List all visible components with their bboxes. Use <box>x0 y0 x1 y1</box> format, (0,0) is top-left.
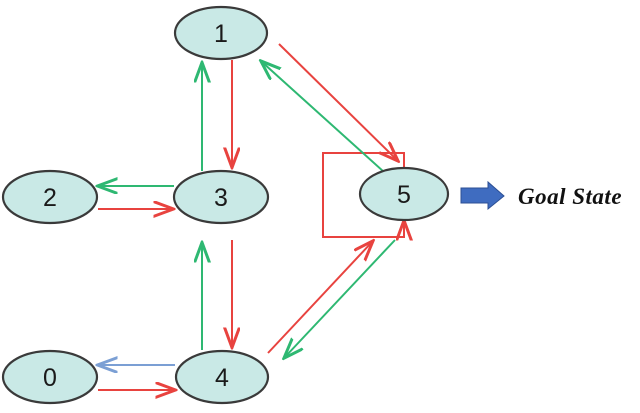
edge-5-to-5 <box>322 152 404 237</box>
node-3[interactable]: 3 <box>172 169 270 225</box>
node-2[interactable]: 2 <box>1 169 99 225</box>
edge-4-to-5 <box>267 242 372 354</box>
node-3-ellipse <box>172 169 270 225</box>
node-4-label: 4 <box>215 364 229 392</box>
node-0[interactable]: 0 <box>1 349 99 405</box>
goal-state-arrow-group <box>460 180 505 211</box>
right-arrow-icon <box>460 180 505 211</box>
node-2-label: 2 <box>43 184 57 212</box>
node-4[interactable]: 4 <box>174 349 270 405</box>
node-2-ellipse <box>1 169 99 225</box>
node-1-ellipse <box>173 5 269 61</box>
edge-5-to-4 <box>285 239 396 357</box>
node-3-label: 3 <box>214 184 228 212</box>
node-5-ellipse <box>358 166 450 222</box>
node-5-label: 5 <box>397 181 411 209</box>
edge-1-to-5 <box>278 43 397 160</box>
node-1[interactable]: 1 <box>173 5 269 61</box>
node-1-label: 1 <box>214 20 228 48</box>
node-5[interactable]: 5 <box>358 166 450 222</box>
node-0-label: 0 <box>43 364 57 392</box>
node-4-ellipse <box>174 349 270 405</box>
edge-5-to-1 <box>262 62 385 173</box>
node-0-ellipse <box>1 349 99 405</box>
goal-state-label: Goal State <box>518 184 623 209</box>
